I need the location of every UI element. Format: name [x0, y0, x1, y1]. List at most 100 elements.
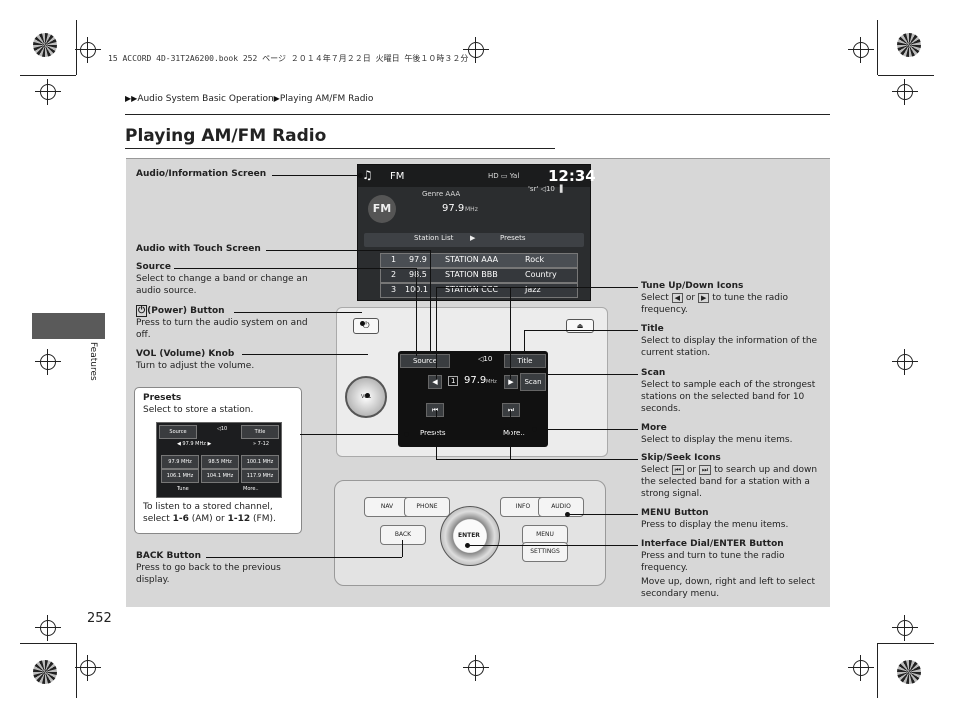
print-header: 15 ACCORD 4D-31T2A6200.book 252 ページ ２０１４…	[108, 54, 469, 63]
crop-line	[20, 75, 76, 76]
breadcrumb-parent-link[interactable]: Audio System Basic Operation	[137, 94, 274, 104]
settings-button[interactable]: SETTINGS	[522, 542, 568, 562]
breadcrumb-current: Playing AM/FM Radio	[279, 94, 374, 104]
leader-line	[436, 287, 437, 379]
tune-down-icon[interactable]: ◀	[428, 375, 442, 389]
presets-button[interactable]: Presets	[420, 429, 446, 437]
interface-dial[interactable]	[440, 506, 500, 566]
source-title: Source	[136, 262, 171, 272]
crop-mark-icon	[892, 349, 918, 375]
menu-title: MENU Button	[641, 508, 709, 518]
scan-desc: Select to sample each of the strongest s…	[641, 380, 816, 414]
callout-source: Source Select to change a band or change…	[136, 261, 312, 297]
crop-line	[76, 20, 77, 75]
eject-button[interactable]: ⏏	[566, 319, 594, 333]
mini-source: Source	[159, 425, 197, 439]
leader-line	[436, 287, 638, 288]
side-tab[interactable]	[32, 313, 105, 339]
crop-mark-icon	[35, 79, 61, 105]
crop-mark-icon	[848, 37, 874, 63]
leader-line	[546, 374, 638, 375]
presets-desc: Select to store a station.	[143, 405, 254, 415]
crop-mark-icon	[892, 615, 918, 641]
touch-frequency: 97.9	[464, 375, 487, 386]
more-title: More	[641, 423, 667, 433]
power-icon: ⏻	[136, 305, 148, 317]
leader-line	[234, 312, 362, 313]
title-button[interactable]: Title	[504, 354, 546, 368]
station-row[interactable]: 1 97.9 STATION AAA Rock	[380, 253, 578, 268]
mini-preset-cell[interactable]: 97.9 MHz	[161, 455, 199, 469]
status-icons: HD ▭ Yal	[488, 172, 520, 180]
play-arrow-icon: ▶	[470, 234, 476, 242]
mini-preset-cell[interactable]: 100.1 MHz	[241, 455, 279, 469]
crop-line	[76, 643, 77, 698]
back-button[interactable]: BACK	[380, 525, 426, 545]
audio-button[interactable]: AUDIO	[538, 497, 584, 517]
crop-line	[877, 20, 878, 75]
mini-tune: Tune	[177, 486, 189, 492]
registration-disc-bottom-right	[897, 660, 921, 684]
presets-title: Presets	[143, 393, 182, 403]
station-freq: 97.9	[409, 255, 427, 264]
station-number: 2	[391, 270, 397, 279]
back-desc: Press to go back to the previous display…	[136, 563, 281, 585]
registration-disc-top-left	[33, 33, 57, 57]
tab-station-list[interactable]: Station List	[414, 234, 454, 242]
station-name: STATION BBB	[445, 270, 498, 279]
mini-page: » 7-12	[253, 441, 269, 447]
page-number: 252	[87, 611, 112, 626]
more-button[interactable]: More..	[503, 429, 525, 437]
power-desc: Press to turn the audio system on and of…	[136, 318, 308, 340]
skip-forward-icon[interactable]: ⏭	[502, 403, 520, 417]
leader-line	[436, 410, 437, 459]
crop-mark-icon	[892, 79, 918, 105]
mini-vol: ◁10	[217, 426, 228, 432]
crop-mark-icon	[463, 655, 489, 681]
skip-back-symbol: ⏮	[671, 465, 684, 475]
touch-screen: Source ◁10 Title ◀ 1 97.9 MHz ▶ Scan ⏮ ⏭…	[398, 351, 548, 447]
tune-down-symbol: ◀	[671, 293, 684, 303]
skip-back-icon[interactable]: ⏮	[426, 403, 444, 417]
channel-indicator: 'sr' ◁10 ▐	[528, 185, 563, 193]
breadcrumb-arrows: ▶▶	[125, 94, 138, 103]
leader-dot	[360, 321, 365, 326]
tune-up-icon[interactable]: ▶	[504, 375, 518, 389]
station-number: 1	[391, 255, 397, 264]
leader-dot	[532, 427, 537, 432]
crop-mark-icon	[75, 37, 101, 63]
info-button[interactable]: INFO	[500, 497, 546, 517]
title-title: Title	[641, 324, 664, 334]
leader-line	[272, 175, 362, 176]
callout-back: BACK Button Press to go back to the prev…	[136, 550, 306, 586]
leader-dot	[358, 173, 363, 178]
station-row[interactable]: 3 100.1 STATION CCC Jazz	[380, 283, 578, 298]
mini-preset-cell[interactable]: 117.9 MHz	[241, 469, 279, 483]
callout-audio-info-screen: Audio/Information Screen	[136, 169, 267, 179]
skip-title: Skip/Seek Icons	[641, 453, 721, 463]
crop-line	[20, 643, 76, 644]
screen-tabs: Station List ▶ Presets	[364, 233, 584, 247]
title-rule	[125, 148, 555, 149]
tune-up-symbol: ▶	[697, 293, 710, 303]
crop-mark-icon	[35, 349, 61, 375]
power-button[interactable]: ⏻	[353, 318, 379, 334]
mini-preset-cell[interactable]: 106.1 MHz	[161, 469, 199, 483]
back-title: BACK Button	[136, 551, 201, 561]
screen-status-bar	[358, 165, 590, 187]
scan-button[interactable]: Scan	[520, 373, 546, 391]
mini-preset-cell[interactable]: 104.1 MHz	[201, 469, 239, 483]
mini-preset-cell[interactable]: 98.5 MHz	[201, 455, 239, 469]
station-genre: Jazz	[525, 285, 541, 294]
leader-line	[468, 545, 638, 546]
volume-indicator: ◁10	[478, 355, 493, 363]
phone-button[interactable]: PHONE	[404, 497, 450, 517]
leader-line	[510, 287, 511, 379]
tab-presets[interactable]: Presets	[500, 234, 526, 242]
station-row[interactable]: 2 98.5 STATION BBB Country	[380, 268, 578, 283]
callout-audio-touch-screen: Audio with Touch Screen	[136, 244, 261, 254]
source-button[interactable]: Source	[400, 354, 450, 368]
leader-line	[416, 268, 417, 356]
station-name: STATION CCC	[445, 285, 499, 294]
power-title: ⏻(Power) Button	[136, 305, 225, 317]
